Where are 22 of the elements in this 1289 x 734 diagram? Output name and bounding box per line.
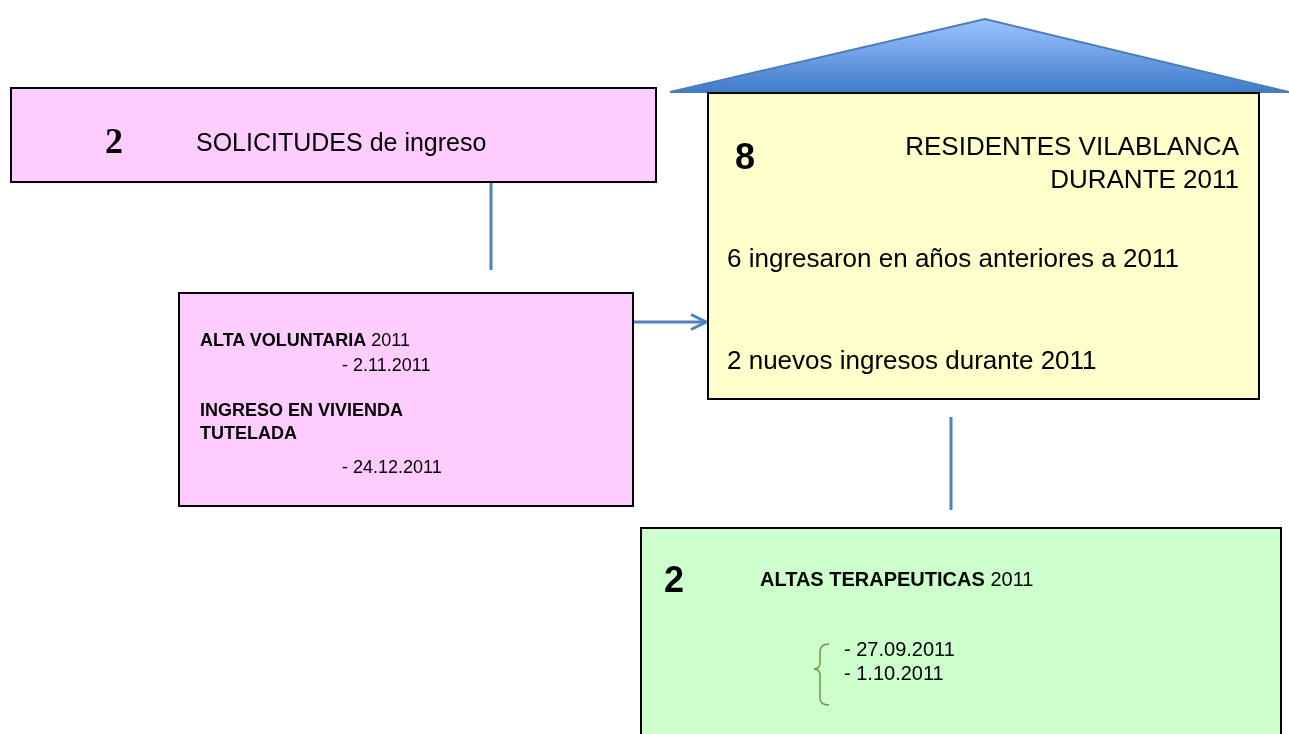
count-number: 2 bbox=[105, 120, 123, 163]
connector-line bbox=[489, 183, 493, 270]
count-number: 8 bbox=[735, 135, 756, 179]
box-text: ALTAS TERAPEUTICAS 2011 bbox=[760, 567, 1034, 592]
box-text: - 27.09.2011 bbox=[844, 637, 955, 662]
text-box bbox=[707, 92, 1260, 400]
box-text: INGRESO EN VIVIENDA TUTELADA bbox=[200, 399, 404, 444]
roof-shape bbox=[669, 17, 1289, 93]
box-text: 2 nuevos ingresos durante 2011 bbox=[727, 344, 1097, 377]
connector-line bbox=[949, 417, 953, 510]
box-text: - 2.11.2011 bbox=[342, 354, 431, 377]
text-box bbox=[10, 87, 657, 183]
box-text: RESIDENTES VILABLANCA DURANTE 2011 bbox=[904, 130, 1239, 195]
text-box bbox=[640, 527, 1282, 734]
text-box bbox=[178, 292, 634, 507]
count-number: 2 bbox=[664, 558, 685, 602]
box-text: SOLICITUDES de ingreso bbox=[196, 127, 487, 158]
box-text: - 24.12.2011 bbox=[342, 456, 442, 479]
box-text: 6 ingresaron en años anteriores a 2011 bbox=[727, 242, 1180, 275]
box-text: - 1.10.2011 bbox=[844, 661, 944, 686]
arrow bbox=[634, 313, 708, 331]
box-text: ALTA VOLUNTARIA 2011 bbox=[200, 329, 411, 352]
